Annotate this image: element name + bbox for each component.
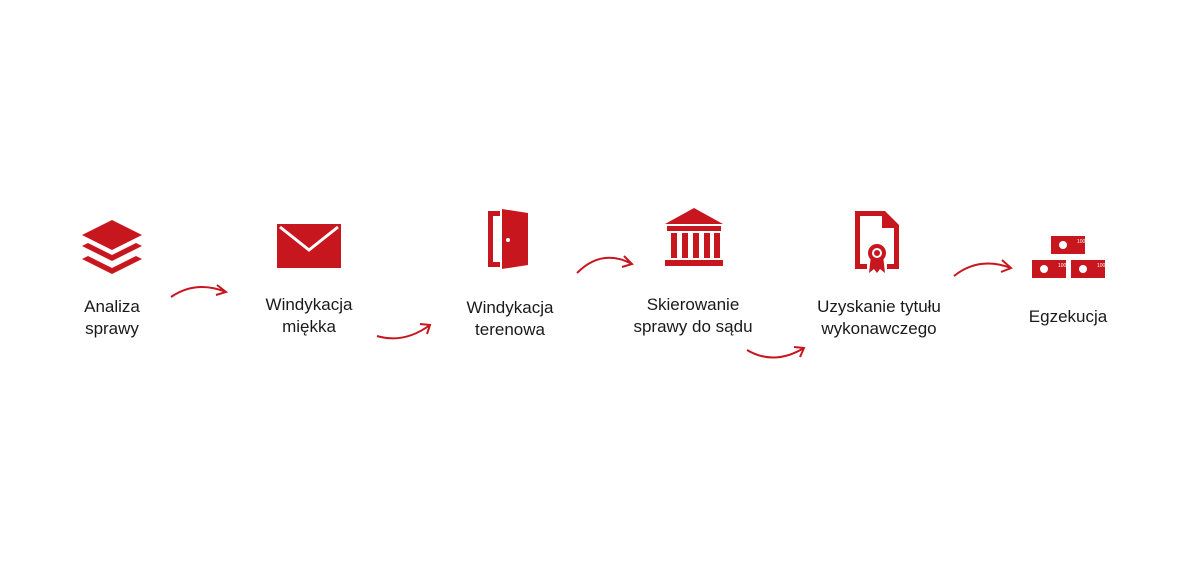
courthouse-icon	[665, 208, 723, 273]
flow-arrow-1	[170, 284, 229, 298]
step-label-windykacja-miekka: Windykacja miękka	[265, 295, 353, 336]
banknote-right: 100	[1071, 260, 1106, 278]
svg-text:100: 100	[1077, 239, 1086, 245]
door-icon	[488, 207, 532, 274]
step-label-egzekucja: Egzekucja	[1028, 307, 1108, 326]
flow-arrow-4	[746, 346, 806, 359]
step-label-analiza: Analiza sprawy	[84, 297, 140, 338]
money-stack-icon: 100 100 100	[1032, 236, 1106, 285]
layers-icon	[80, 218, 144, 287]
svg-text:100: 100	[1097, 263, 1106, 269]
svg-text:100: 100	[1058, 263, 1067, 269]
flow-arrow-2	[376, 323, 432, 340]
step-label-skierowanie: Skierowanie sprawy do sądu	[633, 295, 753, 336]
flow-arrow-5	[953, 259, 1013, 277]
banknote-top: 100	[1051, 236, 1086, 254]
envelope-icon	[277, 224, 341, 273]
step-label-windykacja-terenowa: Windykacja terenowa	[466, 298, 554, 339]
certificate-document-icon	[855, 211, 899, 278]
step-label-uzyskanie: Uzyskanie tytułu wykonawczego	[817, 297, 941, 338]
flow-arrow-3	[576, 255, 634, 274]
banknote-left: 100	[1032, 260, 1067, 278]
